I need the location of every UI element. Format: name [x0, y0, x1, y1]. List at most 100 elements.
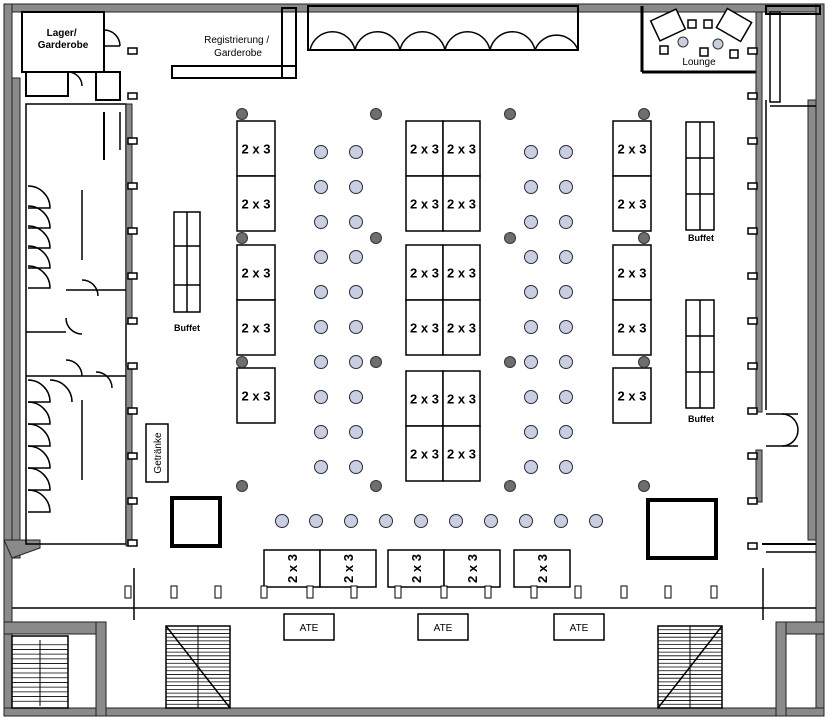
table-2x3: 2 x 3 [513, 549, 571, 588]
lounge-area: Lounge [640, 5, 821, 74]
seat-chair [349, 355, 363, 369]
ate-booths: ATE ATE ATE [283, 613, 605, 641]
seat-chair [559, 180, 573, 194]
table-2x3: 2 x 3 [319, 549, 377, 588]
drinks-label: Getränke [153, 432, 164, 474]
table-label: 2 x 3 [410, 321, 439, 336]
seat-chair [554, 514, 568, 528]
registration-area: Registrierung / Garderobe [171, 7, 297, 79]
ate-booth: ATE [417, 613, 469, 641]
seat-chair [484, 514, 498, 528]
table-label: 2 x 3 [410, 266, 439, 281]
post-marker [664, 585, 672, 599]
bottom-area [3, 568, 825, 717]
seat-chair [559, 145, 573, 159]
buffet-label: Buffet [688, 414, 714, 424]
lounge-seat [677, 36, 689, 48]
column-pillar [370, 232, 382, 244]
seat-chair [524, 145, 538, 159]
table-2x3: 2 x 3 [442, 120, 481, 177]
table-label: 2 x 3 [447, 197, 476, 212]
ate-label: ATE [300, 623, 319, 634]
post-marker [350, 585, 358, 599]
table-2x3: 2 x 3 [442, 370, 481, 427]
seat-chair [314, 145, 328, 159]
buffet-right-bottom: Buffet [685, 299, 715, 424]
buffet-label: Buffet [174, 323, 200, 333]
column-pillar [504, 232, 516, 244]
outer-walls [3, 3, 825, 717]
table-label: 2 x 3 [409, 554, 424, 583]
table-2x3: 2 x 3 [236, 244, 276, 301]
seat-chair [344, 514, 358, 528]
seat-chair [349, 145, 363, 159]
table-label: 2 x 3 [285, 554, 300, 583]
storage-room-label: Lager/ Garderobe [38, 28, 89, 51]
seat-chair [559, 285, 573, 299]
post-marker [394, 585, 402, 599]
seat-chair [524, 320, 538, 334]
table-2x3: 2 x 3 [405, 370, 444, 427]
seat-chair [559, 320, 573, 334]
table-label: 2 x 3 [410, 142, 439, 157]
storage-label-line2: Garderobe [38, 40, 89, 51]
table-2x3: 2 x 3 [236, 299, 276, 356]
table-2x3: 2 x 3 [442, 244, 481, 301]
post-marker [484, 585, 492, 599]
column-pillar [236, 232, 248, 244]
seat-chair [349, 180, 363, 194]
table-label: 2 x 3 [242, 142, 271, 157]
table-label: 2 x 3 [618, 266, 647, 281]
post-marker [124, 585, 132, 599]
table-label: 2 x 3 [447, 142, 476, 157]
table-label: 2 x 3 [242, 197, 271, 212]
buffet-right-top: Buffet [685, 121, 715, 243]
stage-arcs [307, 5, 579, 51]
post-marker [530, 585, 538, 599]
lounge-seat [712, 38, 724, 50]
seat-chair [559, 250, 573, 264]
seat-chair [349, 390, 363, 404]
table-2x3: 2 x 3 [405, 299, 444, 356]
table-2x3: 2 x 3 [612, 367, 652, 424]
table-label: 2 x 3 [410, 447, 439, 462]
seat-chair [314, 460, 328, 474]
table-2x3: 2 x 3 [405, 175, 444, 232]
storage-label-line1: Lager/ [47, 28, 77, 39]
storage-room: Lager/ Garderobe [21, 11, 121, 101]
table-2x3: 2 x 3 [612, 299, 652, 356]
seat-chair [524, 180, 538, 194]
column-pillar [370, 356, 382, 368]
seat-chair [589, 514, 603, 528]
table-label: 2 x 3 [618, 197, 647, 212]
restroom-stalls-upper [27, 185, 51, 289]
table-label: 2 x 3 [242, 321, 271, 336]
column-pillar [370, 480, 382, 492]
table-label: 2 x 3 [618, 389, 647, 404]
table-label: 2 x 3 [447, 266, 476, 281]
buffets: Buffet Buffet Buffet [173, 121, 715, 424]
registration-label-line2: Garderobe [214, 48, 262, 59]
post-marker [214, 585, 222, 599]
table-label: 2 x 3 [618, 142, 647, 157]
structural-pillars [170, 496, 718, 560]
seat-chair [524, 285, 538, 299]
seat-chair [349, 425, 363, 439]
seat-chair [314, 320, 328, 334]
seat-chair [349, 250, 363, 264]
table-label: 2 x 3 [242, 389, 271, 404]
table-label: 2 x 3 [410, 197, 439, 212]
post-marker [260, 585, 268, 599]
seat-chair [314, 285, 328, 299]
seat-chair [524, 390, 538, 404]
seat-chair [519, 514, 533, 528]
restroom-stalls-lower [27, 379, 73, 513]
table-2x3: 2 x 3 [612, 175, 652, 232]
column-pillar [504, 480, 516, 492]
seat-chair [524, 460, 538, 474]
right-wall-structure [747, 11, 816, 553]
seat-chair [309, 514, 323, 528]
table-2x3: 2 x 3 [236, 175, 276, 232]
column-pillar [638, 108, 650, 120]
column-pillar [638, 356, 650, 368]
